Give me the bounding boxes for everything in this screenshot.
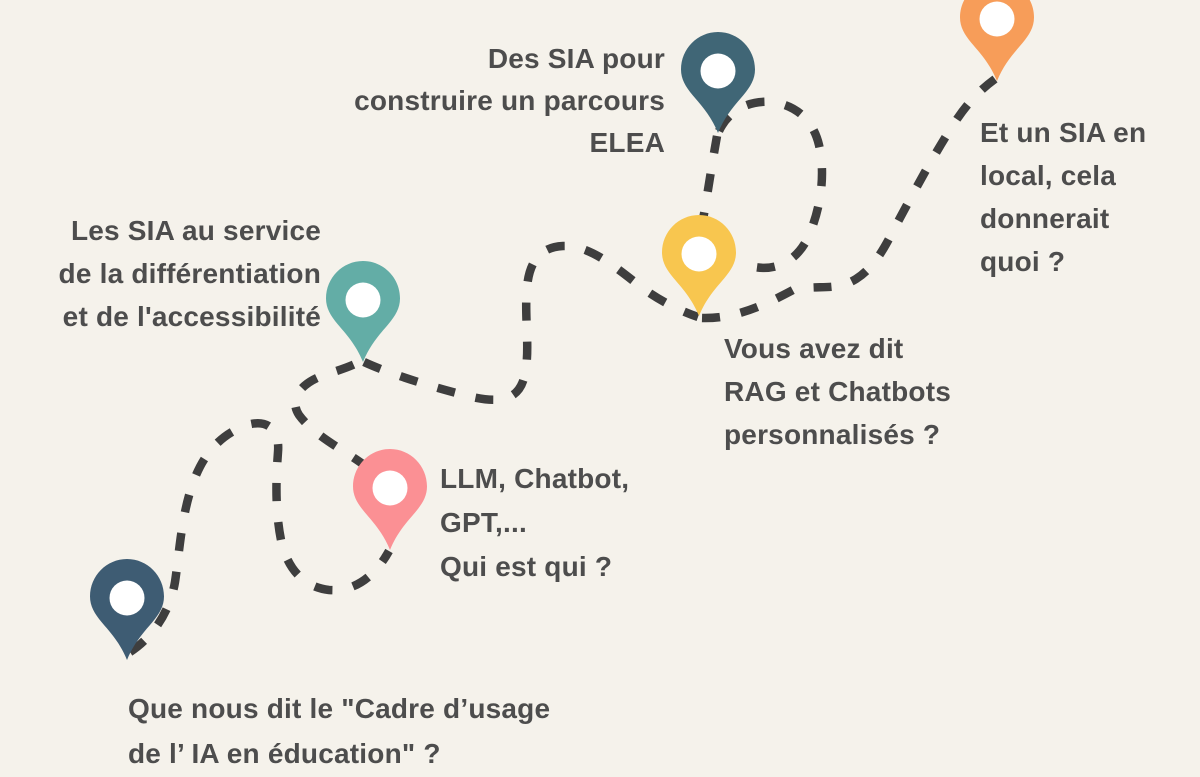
label-sia-differentiation: Les SIA au service de la différentiation… (0, 209, 321, 338)
label-line: ELEA (589, 127, 665, 158)
label-line: personnalisés ? (724, 419, 941, 450)
label-line: Vous avez dit (724, 333, 904, 364)
map-pin-cadre-usage (90, 559, 164, 660)
label-line: construire un parcours (354, 85, 665, 116)
label-line: Que nous dit le "Cadre d’usage (128, 693, 551, 724)
map-pin-sia-differentiation (326, 261, 400, 362)
pin-hole (109, 580, 145, 616)
label-line: donnerait (980, 203, 1110, 234)
label-cadre-usage: Que nous dit le "Cadre d’usage de l’ IA … (128, 686, 550, 776)
dashed-path-elea-loop (715, 97, 827, 273)
pin-body (960, 0, 1034, 81)
pin-hole (681, 236, 717, 272)
map-pin-sia-parcours-elea (681, 32, 755, 133)
map-pin-rag-chatbots (662, 215, 736, 316)
dashed-path-cadre-to-llm (127, 419, 393, 656)
label-line: LLM, Chatbot, (440, 463, 630, 494)
label-line: Qui est qui ? (440, 551, 613, 582)
label-line: GPT,... (440, 507, 527, 538)
pin-hole (345, 282, 381, 318)
dashed-path-differentiation-to-rag (362, 241, 700, 405)
map-pin-llm-chatbot-gpt (353, 449, 427, 550)
dashed-path-llm-to-differentiation (290, 357, 371, 472)
label-line: et de l'accessibilité (62, 301, 321, 332)
label-llm-chatbot-gpt: LLM, Chatbot, GPT,... Qui est qui ? (440, 457, 629, 589)
label-line: quoi ? (980, 246, 1066, 277)
label-line: RAG et Chatbots (724, 376, 951, 407)
label-sia-local: Et un SIA en local, cela donnerait quoi … (980, 111, 1146, 283)
label-line: Des SIA pour (487, 43, 665, 74)
map-pin-sia-local (960, 0, 1034, 81)
pin-hole (979, 1, 1015, 37)
pin-hole (372, 470, 408, 506)
label-sia-parcours-elea: Des SIA pour construire un parcours ELEA (0, 38, 665, 164)
label-rag-chatbots: Vous avez dit RAG et Chatbots personnali… (724, 327, 951, 456)
label-line: Et un SIA en (980, 117, 1147, 148)
label-line: de la différentiation (58, 258, 321, 289)
label-line: de l’ IA en éducation" ? (128, 738, 441, 769)
dashed-path-rag-to-local (701, 75, 998, 323)
pin-hole (700, 53, 736, 89)
label-line: Les SIA au service (70, 215, 321, 246)
label-line: local, cela (980, 160, 1117, 191)
